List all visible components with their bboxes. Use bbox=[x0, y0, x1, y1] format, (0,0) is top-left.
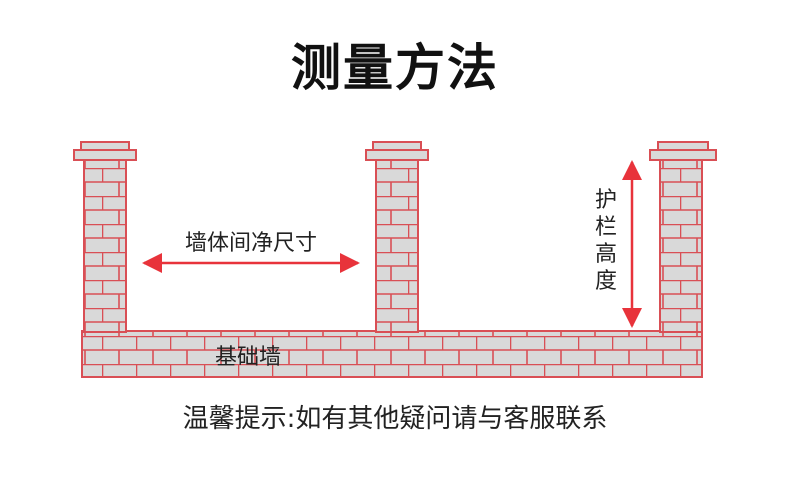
footer-note: 温馨提示:如有其他疑问请与客服联系 bbox=[182, 404, 608, 434]
railing-height-char: 度 bbox=[595, 269, 617, 294]
base-wall-label: 基础墙 bbox=[215, 345, 281, 370]
middle-pillar bbox=[375, 159, 419, 333]
left-pillar bbox=[83, 159, 127, 333]
railing-height-char: 护 bbox=[595, 188, 617, 213]
middle-pillar-cap-top bbox=[372, 141, 422, 151]
right-pillar bbox=[659, 159, 703, 333]
railing-height-char: 高 bbox=[595, 242, 617, 267]
right-pillar-cap-top bbox=[657, 141, 709, 151]
railing-height-char: 栏 bbox=[595, 215, 617, 240]
left-pillar-cap bbox=[73, 149, 137, 161]
base-wall bbox=[81, 330, 703, 378]
left-pillar-cap-top bbox=[80, 141, 130, 151]
page-title: 测量方法 bbox=[291, 39, 499, 97]
right-pillar-cap bbox=[649, 149, 717, 161]
middle-pillar-cap bbox=[365, 149, 429, 161]
railing-height-label: 护 栏 高 度 bbox=[595, 188, 617, 294]
clear-width-label: 墙体间净尺寸 bbox=[185, 231, 317, 256]
